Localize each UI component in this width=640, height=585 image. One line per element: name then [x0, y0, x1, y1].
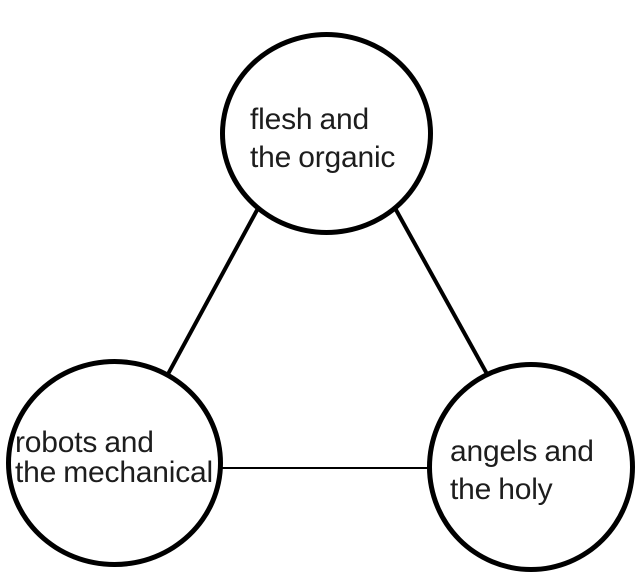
- node-robots-mechanical-circle: [6, 359, 223, 567]
- node-angels-holy-label: angels and the holy: [450, 433, 594, 509]
- node-label-line: flesh and: [250, 103, 369, 136]
- node-flesh-organic-label: flesh and the organic: [250, 101, 395, 177]
- node-robots-mechanical-label: robots and the mechanical: [15, 428, 213, 488]
- node-label-line: the organic: [250, 141, 396, 174]
- node-label-line: the holy: [450, 473, 553, 506]
- edge-top-to-bottom-right: [383, 189, 499, 393]
- node-flesh-organic-circle: [220, 32, 433, 235]
- node-label-line: the mechanical: [15, 456, 213, 489]
- node-angels-holy-circle: [427, 362, 635, 572]
- edge-top-to-bottom-left: [159, 187, 271, 388]
- node-label-line: robots and: [15, 426, 154, 459]
- node-label-line: angels and: [450, 435, 594, 468]
